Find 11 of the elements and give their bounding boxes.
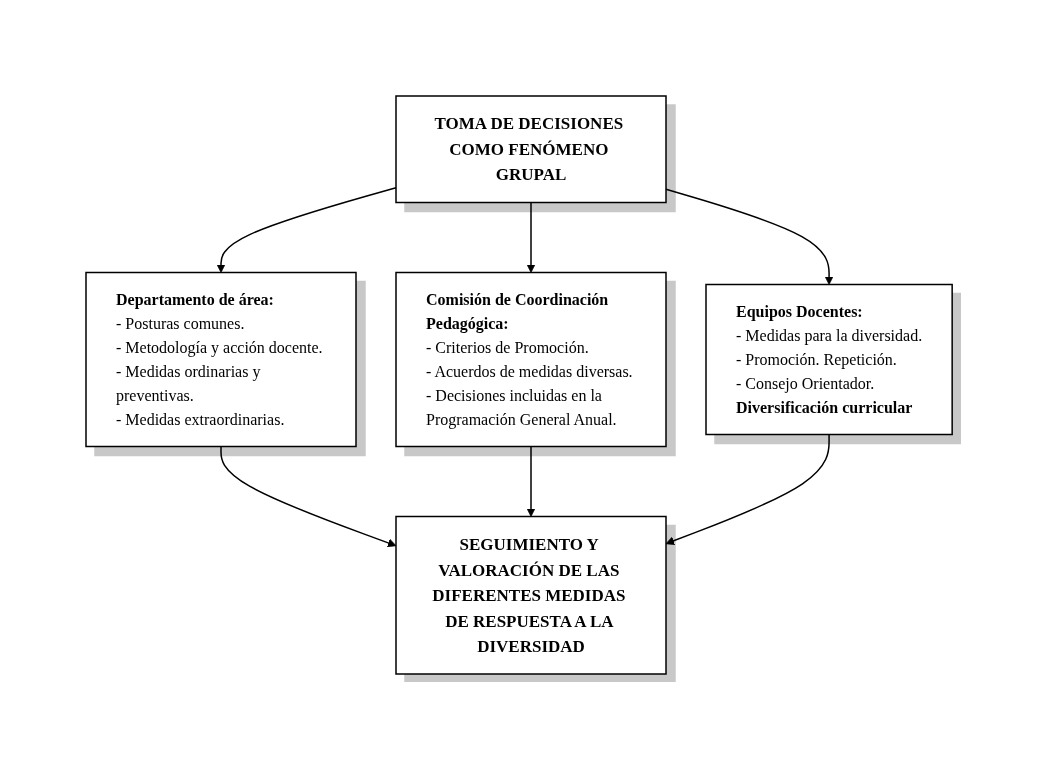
arrow xyxy=(217,186,398,273)
node-box: TOMA DE DECISIONES COMO FENÓMENO GRUPAL xyxy=(395,94,668,203)
arrow xyxy=(665,187,834,285)
node-box: Equipos Docentes: - Medidas para la diversidad. - Promoción. Repetición. - Consejo Orientador. Diversificación curricular xyxy=(705,283,954,435)
arrow xyxy=(527,201,536,273)
arrow xyxy=(220,445,397,547)
node-box: SEGUIMIENTO Y VALORACIÓN DE LAS DIFERENTES MEDIDAS DE RESPUESTA A LA DIVERSIDAD xyxy=(395,515,668,675)
arrow xyxy=(527,445,536,517)
arrow xyxy=(666,433,831,545)
node-box: Comisión de Coordinación Pedagógica: - Criterios de Promoción. - Acuerdos de medidas diversas. - Decisiones incluidas en la Programación General Anual. xyxy=(395,271,668,447)
node-box: Departamento de área: - Posturas comunes. - Metodología y acción docente. - Medidas ordinarias y preventivas. - Medidas extraordinarias. xyxy=(85,271,358,447)
